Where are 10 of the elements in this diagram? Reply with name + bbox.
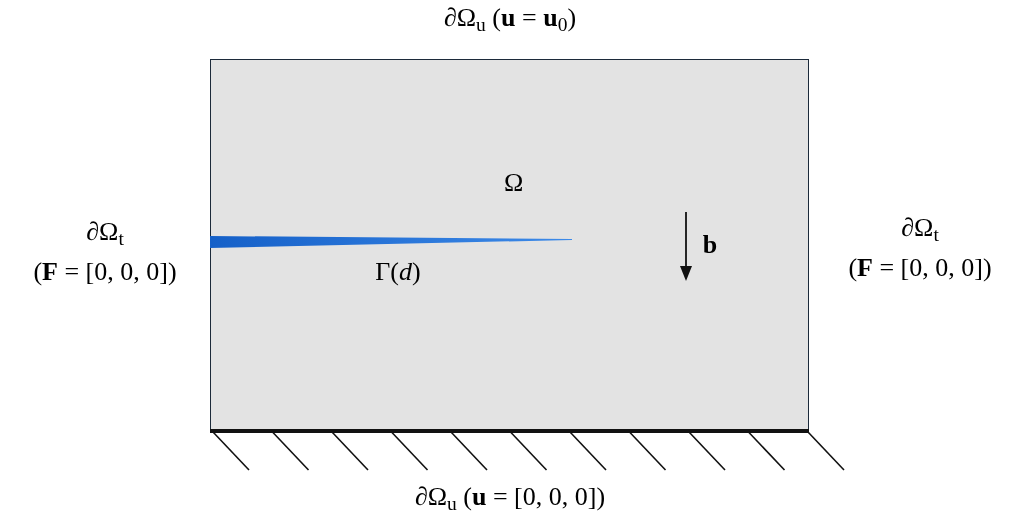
domain-rectangle (210, 59, 809, 431)
boundary-condition: (F = [0, 0, 0]) (848, 255, 992, 281)
boundary-label: ∂Ω$_{t}$ (86, 219, 124, 245)
boundary-condition: (F = [0, 0, 0]) (33, 259, 177, 285)
boundary-label: ∂Ω$_{u}$ (u = [0, 0, 0]) (414, 484, 606, 510)
boundary-label: ∂Ω$_{t}$ (901, 215, 939, 241)
crack-label: Γ(d) (375, 259, 421, 285)
boundary-label: ∂Ω$_{u}$ (u = u$_{0}$) (443, 5, 577, 31)
domain-label: Ω (504, 170, 524, 196)
body-force-label: b (702, 232, 718, 258)
